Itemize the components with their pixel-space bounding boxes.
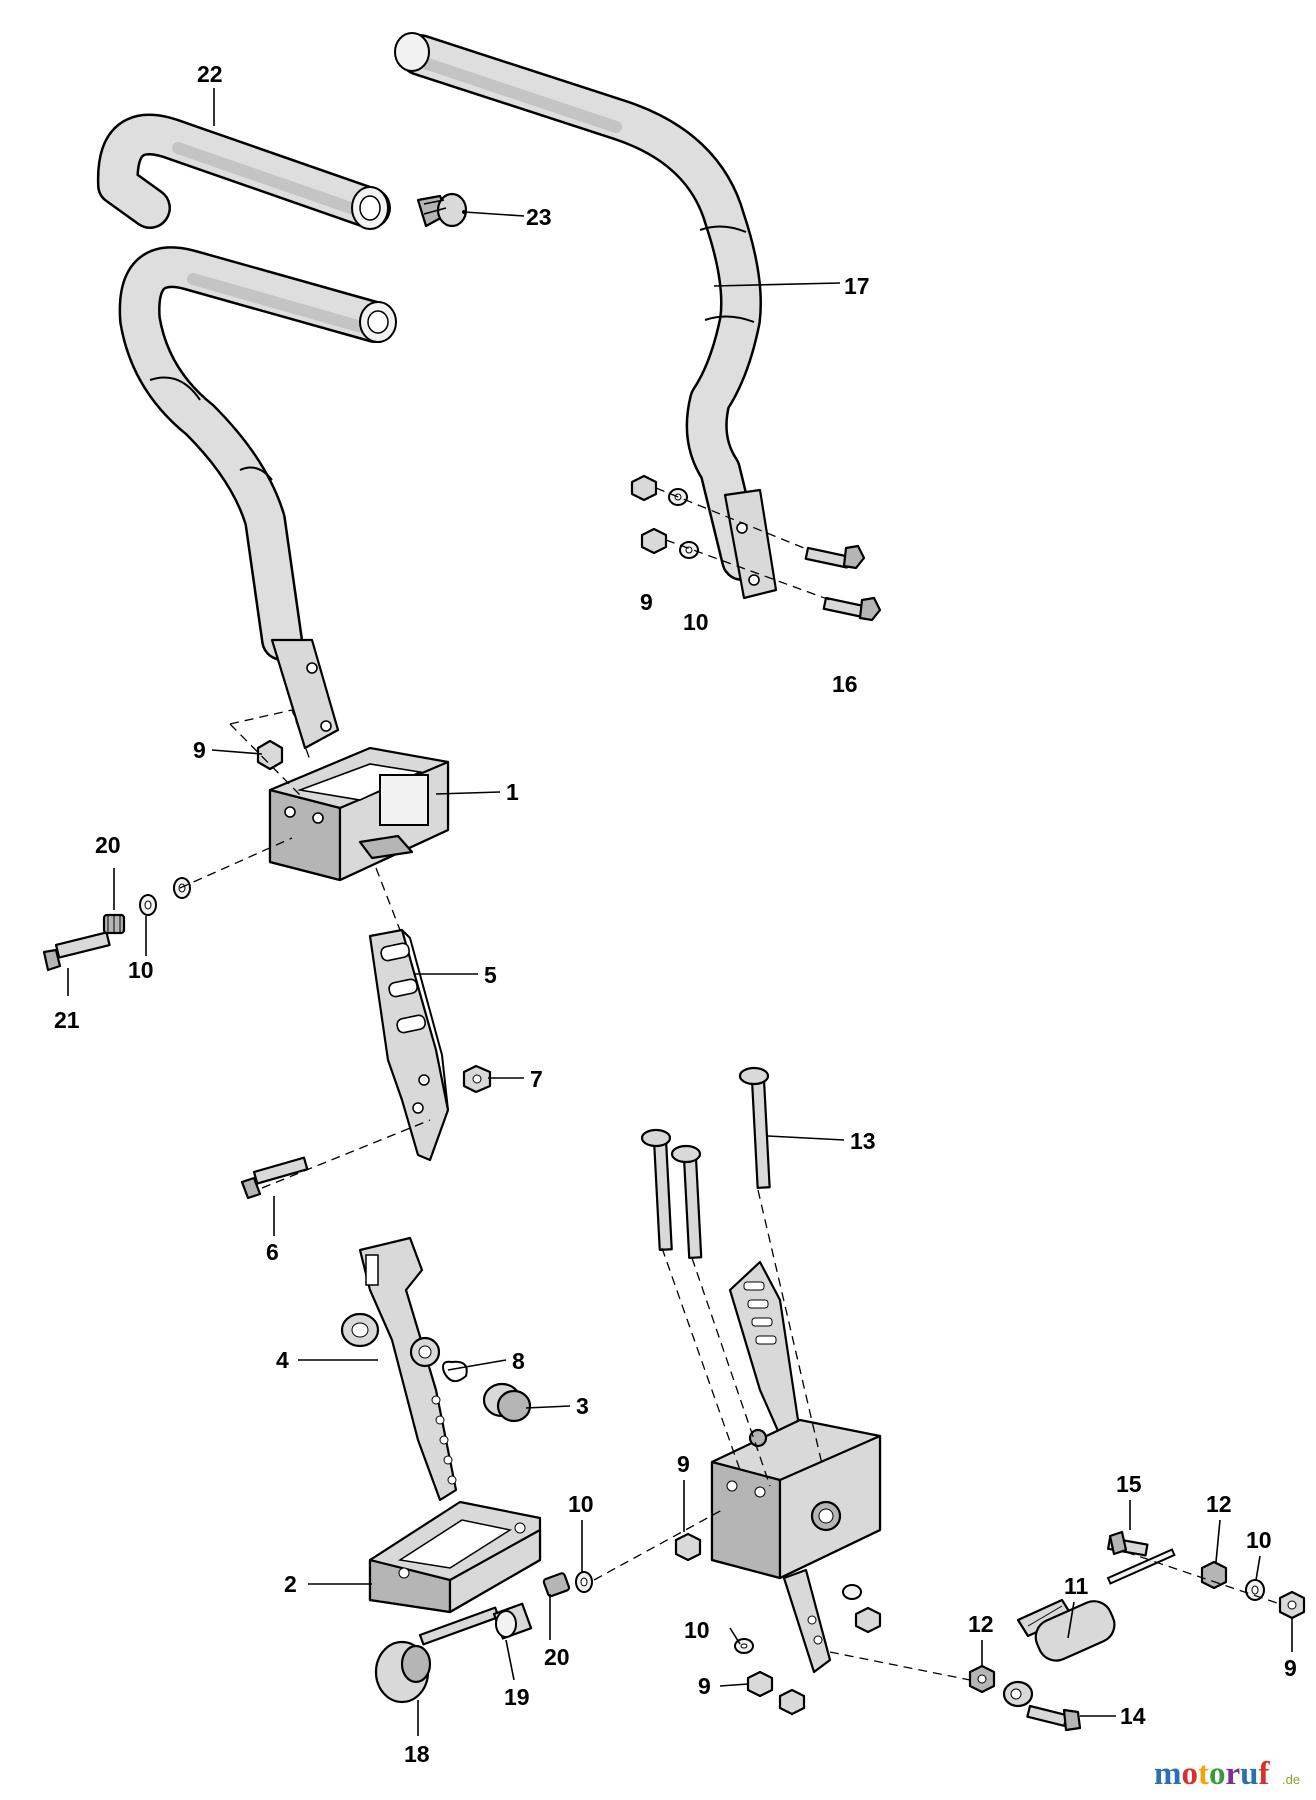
bushing [482,1382,532,1423]
end-plug [416,192,468,228]
base-plate [368,1500,542,1614]
callout-20-left: 20 [95,832,121,858]
nut-9e [1278,1590,1306,1620]
watermark-text: motoruf [1154,1756,1271,1792]
right-handle-tube [394,32,778,600]
callout-12-right: 12 [1206,1491,1232,1517]
callout-2: 2 [284,1571,297,1597]
callout-14: 14 [1120,1703,1146,1729]
motoruf-watermark: motoruf .de [1154,1756,1300,1792]
callout-10-assembly: 10 [684,1617,710,1643]
upper-right-fasteners [630,474,882,622]
assembly-lines [179,487,1281,1681]
callout-10-lower: 10 [568,1491,594,1517]
callout-9-bottom: 9 [698,1673,711,1699]
lever-nut [462,1064,492,1094]
lower-washer [575,1571,593,1593]
watermark-suffix: .de [1282,1772,1300,1787]
assembled-handle-mount [710,1260,882,1674]
callout-15: 15 [1116,1471,1142,1497]
upper-nut [256,739,284,771]
callout-19: 19 [504,1684,530,1710]
callout-13: 13 [850,1128,876,1154]
spacer-sleeve [492,1602,533,1640]
callout-20-lower: 20 [544,1644,570,1670]
assembled-hardware [674,1532,882,1716]
callout-22: 22 [197,61,223,87]
callout-8: 8 [512,1348,525,1374]
lever-bolt [240,1156,309,1200]
callout-21: 21 [54,1007,80,1033]
callout-11: 11 [1064,1573,1089,1599]
lower-spring [542,1572,571,1598]
callout-7: 7 [530,1066,543,1092]
callout-16: 16 [832,671,858,697]
left-handle-tube [118,246,397,750]
adjust-knob [374,1606,500,1704]
callout-5: 5 [484,962,497,988]
callout-17: 17 [844,273,870,299]
callout-9-bracket: 9 [193,737,206,763]
callout-10-right: 10 [1246,1527,1272,1553]
handle-grip-bar [96,113,391,230]
callout-labels: 22 23 17 9 10 16 9 1 20 10 21 5 7 13 6 4… [54,61,1297,1767]
callout-9-assembly: 9 [677,1451,690,1477]
callout-10-upper: 10 [683,609,709,635]
callout-6: 6 [266,1239,279,1265]
lock-nut-12a [1200,1560,1228,1590]
callout-9-upper: 9 [640,589,653,615]
left-side-fasteners [42,877,191,972]
spring-clip [442,1360,468,1383]
bolt-15 [1106,1530,1149,1557]
gas-spring [1002,1548,1176,1708]
callout-1: 1 [506,779,519,805]
adjust-lever [368,928,450,1162]
lock-nut-12b [968,1664,996,1694]
lower-lever-arm [340,1236,458,1502]
long-pins [640,1066,771,1259]
callout-3: 3 [576,1393,589,1419]
leader-lines [67,88,1293,1736]
callout-4: 4 [276,1347,289,1373]
callout-23: 23 [526,204,552,230]
callout-9-right: 9 [1284,1655,1297,1681]
upper-bracket [268,746,450,882]
callout-10-left: 10 [128,957,154,983]
bolt-14 [1026,1704,1082,1732]
callout-12-left: 12 [968,1611,994,1637]
callout-18: 18 [404,1741,430,1767]
washer-10d [1245,1579,1265,1601]
